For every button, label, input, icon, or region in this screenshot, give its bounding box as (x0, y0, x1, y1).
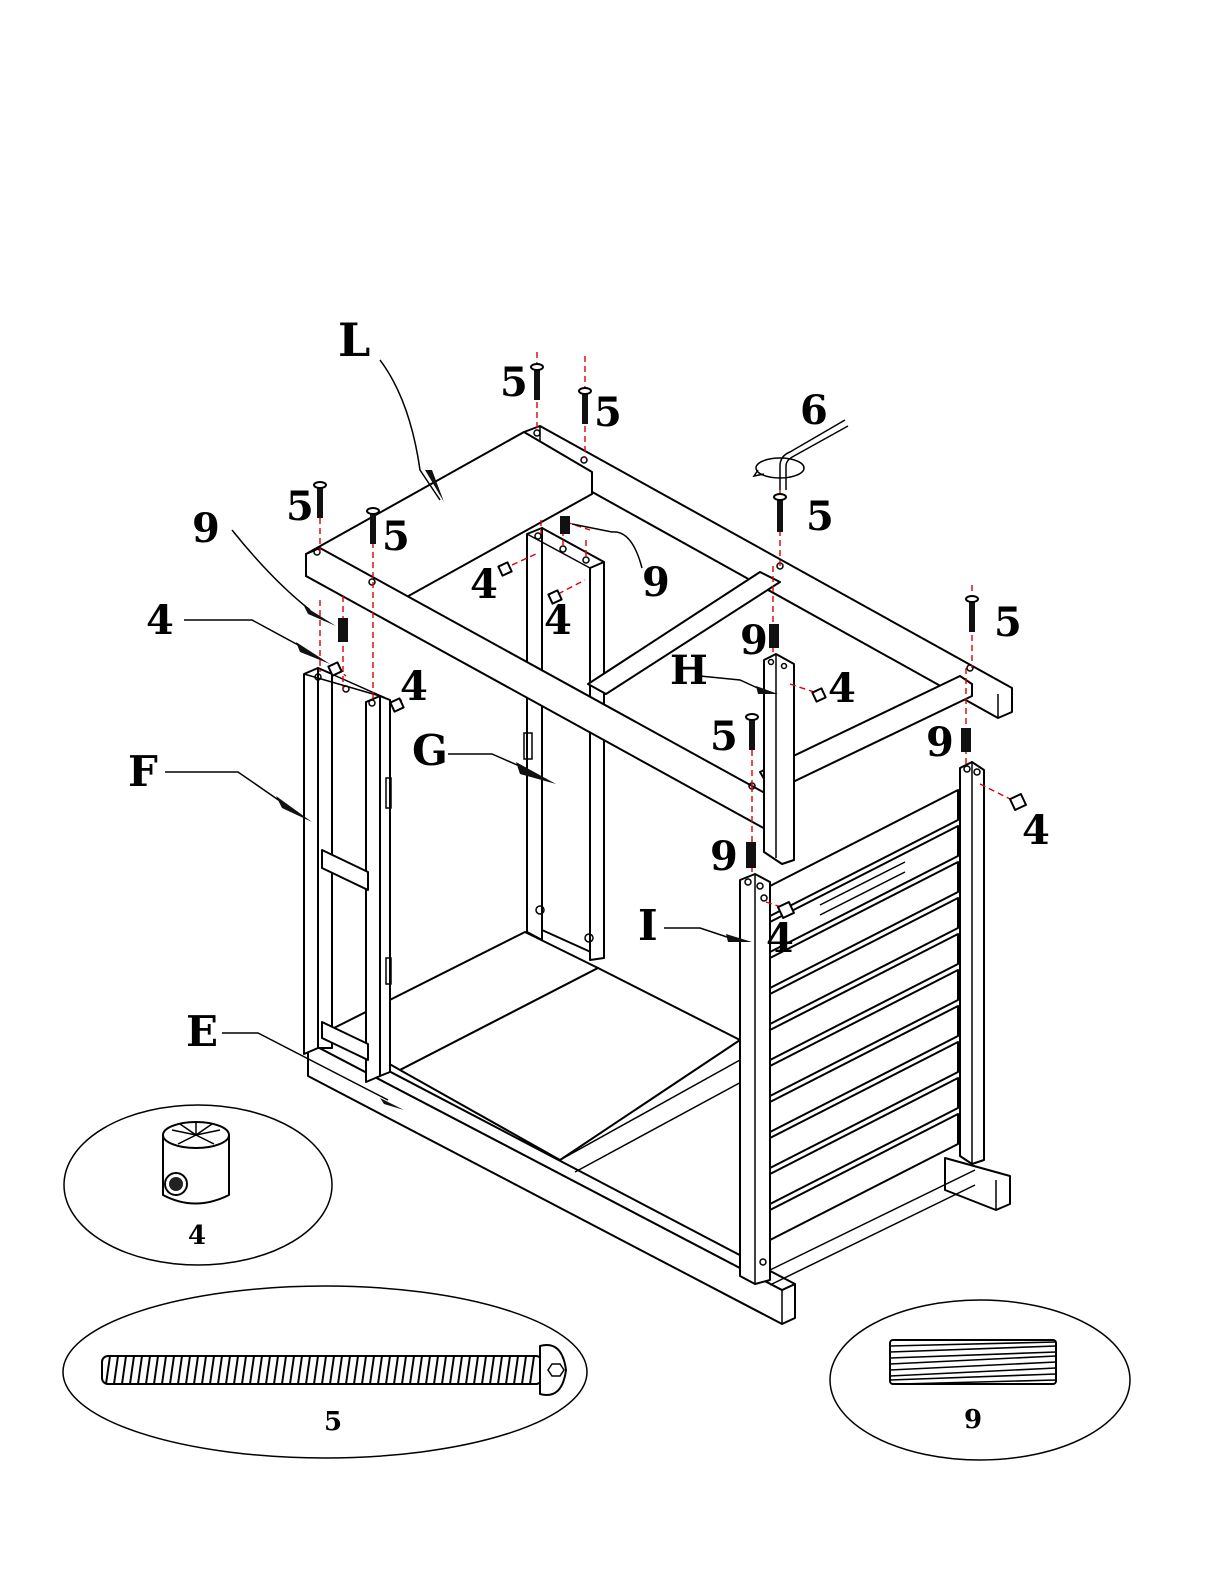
callout-dowel: 9 (740, 617, 768, 664)
caption-barrel-nut: 4 (188, 1221, 206, 1251)
dowel-9-a (338, 618, 348, 642)
callout-barrel-nut: 4 (1022, 807, 1050, 854)
detail-barrel-nut: 4 (64, 1105, 332, 1265)
callout-dowel: 9 (926, 719, 954, 766)
label-part-g: G (412, 726, 448, 775)
barrel-nut-4-c (498, 562, 511, 575)
callout-dowel: 9 (642, 559, 670, 606)
callout-allen-key: 6 (800, 387, 828, 434)
callout-barrel-nut: 4 (828, 665, 856, 712)
callout-barrel-nut: 4 (146, 597, 174, 644)
callout-dowel: 9 (710, 833, 738, 880)
dowel-9-e (746, 842, 756, 868)
label-part-l: L (338, 313, 370, 367)
bolt-5-c (314, 482, 326, 518)
dowel-9-d (961, 728, 971, 752)
dowel-9-b (560, 516, 570, 534)
callout-barrel-nut: 4 (544, 597, 572, 644)
callout-barrel-nut: 4 (470, 561, 498, 608)
label-part-i: I (638, 901, 658, 950)
detail-dowel: 9 (830, 1300, 1130, 1460)
label-part-h: H (670, 647, 708, 694)
bolt-5-e (774, 494, 786, 532)
bolt-5-g (746, 714, 758, 750)
caption-bolt: 5 (324, 1407, 342, 1437)
caption-dowel: 9 (964, 1405, 982, 1435)
callout-bolt: 5 (382, 513, 410, 560)
bolt-5-b (579, 388, 591, 424)
part-f-side-frame (304, 668, 391, 1082)
detail-bolt: 5 (63, 1286, 587, 1458)
label-part-e: E (186, 1007, 218, 1056)
callout-bolt: 5 (710, 713, 738, 760)
callout-bolt: 5 (994, 599, 1022, 646)
callout-bolt: 5 (594, 389, 622, 436)
label-part-f: F (128, 747, 158, 796)
bolt-5-a (531, 364, 543, 400)
part-g-center-panel (524, 528, 604, 960)
callout-bolt: 5 (500, 359, 528, 406)
callout-bolt: 5 (806, 493, 834, 540)
callout-bolt: 5 (286, 483, 314, 530)
callout-barrel-nut: 4 (766, 915, 794, 962)
part-h-leg (764, 654, 794, 864)
dowel-9-c (769, 624, 779, 648)
bolt-5-f (966, 596, 978, 632)
callout-barrel-nut: 4 (400, 663, 428, 710)
barrel-nut-4-e (812, 688, 825, 701)
callout-dowel: 9 (192, 505, 220, 552)
